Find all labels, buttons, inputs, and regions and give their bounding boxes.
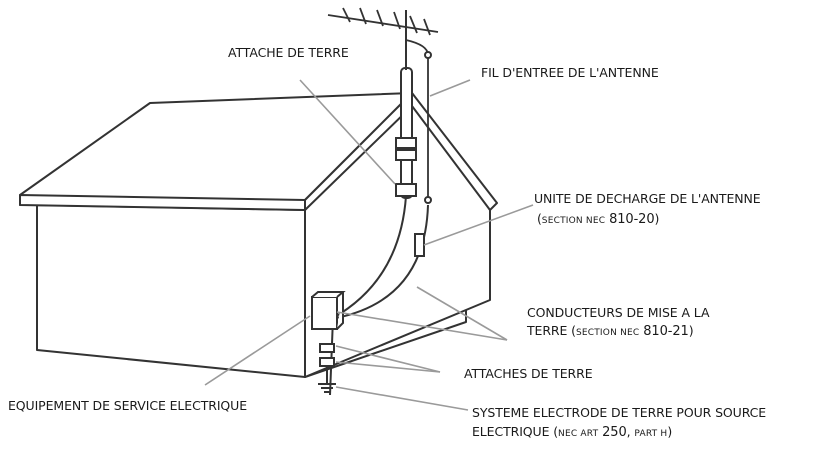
label-attache-terre: ATTACHE DE TERRE <box>228 45 349 60</box>
label-fil-entree: FIL D'ENTREE DE L'ANTENNE <box>481 65 659 80</box>
label-equipement: EQUIPEMENT DE SERVICE ELECTRIQUE <box>8 398 247 413</box>
label-conducteurs-line2: TERRE (SECTION NEC 810-21) <box>527 323 694 339</box>
antenna-mast <box>327 7 439 204</box>
leader-conducteurs-1 <box>416 286 508 341</box>
mast-clamp-2 <box>395 149 417 161</box>
label-conducteurs-line1: CONDUCTEURS DE MISE A LA <box>527 305 710 320</box>
ground-clamp-1 <box>319 343 335 353</box>
label-systeme-line2: ELECTRIQUE (NEC ART 250, PART H) <box>472 424 673 440</box>
discharge-unit <box>414 233 425 257</box>
leader-attaches-1 <box>335 345 441 373</box>
grounding-conductors <box>311 195 429 396</box>
ground-clamp-2 <box>319 357 335 367</box>
label-systeme-line1: SYSTEME ELECTRODE DE TERRE POUR SOURCE <box>472 405 767 420</box>
leader-conducteurs-2 <box>336 311 508 341</box>
mast <box>400 67 413 199</box>
standoff-top <box>424 51 432 59</box>
label-attaches-terre: ATTACHES DE TERRE <box>464 366 593 381</box>
conductor-back <box>335 204 429 319</box>
service-equipment-box <box>311 296 338 330</box>
mast-clamp-1 <box>395 137 417 149</box>
leader-unite-decharge <box>423 204 534 246</box>
leader-systeme <box>335 386 469 411</box>
leader-lines <box>204 79 534 411</box>
leader-equipement <box>204 315 311 386</box>
standoff-mid <box>424 196 432 204</box>
leader-attache-terre <box>299 79 396 185</box>
label-unite-decharge-ref: (SECTION NEC 810-20) <box>537 211 660 227</box>
label-unite-decharge: UNITE DE DECHARGE DE L'ANTENNE <box>534 191 761 206</box>
antenna-array <box>327 7 439 36</box>
mast-clamp-3 <box>395 183 417 197</box>
leader-fil-entree <box>429 79 471 97</box>
house-left-wall <box>36 204 306 378</box>
leader-attaches-2 <box>335 361 441 373</box>
